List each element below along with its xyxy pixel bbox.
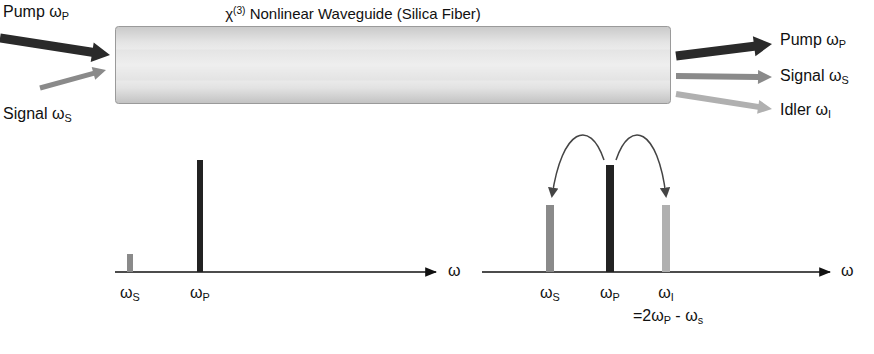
frequency-label: ωS bbox=[120, 283, 140, 302]
beam-label: Pump ωP bbox=[3, 2, 69, 21]
beam-label: Signal ωS bbox=[3, 104, 72, 123]
fiber-body bbox=[115, 26, 671, 104]
energy-transfer-arrow bbox=[552, 135, 604, 196]
frequency-label: ωP bbox=[600, 283, 620, 302]
fiber-core bbox=[116, 49, 670, 80]
frequency-label: ωI bbox=[658, 283, 674, 302]
beam-label: Pump ωP bbox=[780, 30, 846, 49]
frequency-axis bbox=[115, 271, 436, 273]
beam-arrow bbox=[676, 70, 772, 84]
beam-arrow bbox=[675, 36, 772, 60]
beam-label: Signal ωS bbox=[780, 66, 849, 85]
beam-arrow bbox=[0, 34, 110, 63]
pump-line bbox=[606, 165, 614, 272]
frequency-label: ωS bbox=[540, 283, 560, 302]
beam-arrow bbox=[39, 67, 106, 90]
waveguide-title: χ(3) Nonlinear Waveguide (Silica Fiber) bbox=[225, 5, 481, 23]
frequency-relation: =2ωP - ωs bbox=[633, 306, 703, 325]
frequency-label: ωP bbox=[190, 283, 210, 302]
axis-label: ω bbox=[448, 261, 461, 280]
input-spectrum bbox=[115, 160, 436, 272]
output-spectrum bbox=[482, 135, 830, 272]
nonlinear-waveguide: χ(3) Nonlinear Waveguide (Silica Fiber) bbox=[115, 26, 671, 104]
fiber-outline bbox=[116, 27, 671, 104]
energy-transfer-arrow bbox=[616, 135, 666, 196]
pump-line bbox=[197, 160, 203, 272]
axis-label: ω bbox=[841, 261, 854, 280]
beam-arrow bbox=[676, 91, 773, 114]
beam-label: Idler ωI bbox=[780, 100, 831, 119]
idler-line bbox=[662, 205, 670, 272]
signal-line bbox=[546, 205, 554, 272]
signal-line bbox=[127, 254, 133, 272]
frequency-axis bbox=[482, 271, 830, 273]
